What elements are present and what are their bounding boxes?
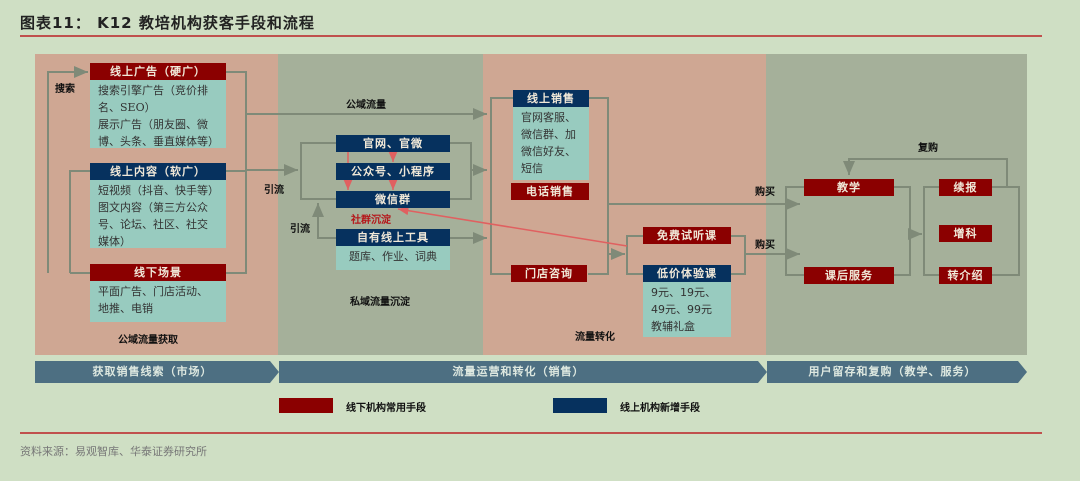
figure-title: 图表11： K12 教培机构获客手段和流程 [20, 14, 315, 32]
phone-sales-box: 电话销售 [511, 183, 589, 200]
text-line: 官网客服、 [521, 111, 576, 124]
own-tools-header: 自有线上工具 [336, 229, 450, 246]
text-line: 教辅礼盒 [651, 320, 695, 333]
online-ads-body: 搜索引擎广告（竞价排 名、SEO） 展示广告（朋友圈、微 博、头条、垂直媒体等） [90, 80, 226, 148]
legend-label-online: 线上机构新增手段 [620, 403, 700, 414]
text-line: 微信好友、 [521, 145, 576, 158]
online-sales-body: 官网客服、 微信群、加 微信好友、 短信 [513, 107, 589, 180]
renew-box: 续报 [939, 179, 992, 196]
online-content-body: 短视频（抖音、快手等） 图文内容（第三方公众 号、论坛、社区、社交 媒体） [90, 180, 226, 248]
referral-box: 转介绍 [939, 267, 992, 284]
store-consult-box: 门店咨询 [511, 265, 587, 282]
official-site-box: 官网、官微 [336, 135, 450, 152]
low-price-body: 9元、19元、 49元、99元 教辅礼盒 [643, 282, 731, 337]
text-line: 地推、电销 [98, 302, 153, 315]
band-arrow-3 [767, 361, 1027, 383]
title-rule [20, 35, 1042, 37]
offline-header: 线下场景 [90, 264, 226, 281]
text-line: 博、头条、垂直媒体等） [98, 135, 219, 148]
online-content-header: 线上内容（软广） [90, 163, 226, 180]
search-line [47, 66, 88, 273]
band-label-1: 获取销售线索（市场） [92, 365, 213, 378]
divert-label-1: 引流 [264, 185, 284, 196]
panel-retention-rebuy [766, 54, 1027, 355]
text-line: 展示广告（朋友圈、微 [98, 118, 208, 131]
text-line: 微信群、加 [521, 128, 576, 141]
text-line: 名、SEO） [98, 101, 156, 114]
text-line: 题库、作业、词典 [349, 250, 437, 263]
text-line: 平面广告、门店活动、 [98, 285, 208, 298]
offline-card: 线下场景 平面广告、门店活动、 地推、电销 [90, 264, 226, 322]
text-line: 短视频（抖音、快手等） [98, 184, 219, 197]
source-note: 资料来源：易观智库、华泰证券研究所 [20, 445, 207, 458]
online-sales-header: 线上销售 [513, 90, 589, 107]
legend-label-offline: 线下机构常用手段 [346, 403, 426, 414]
stage1-caption: 公域流量获取 [118, 335, 178, 346]
free-trial-box: 免费试听课 [643, 227, 731, 244]
band-label-2: 流量运营和转化（销售） [452, 365, 585, 378]
public-traffic-label: 公域流量 [346, 100, 386, 111]
wechat-group-box: 微信群 [336, 191, 450, 208]
footer-rule [20, 432, 1042, 434]
search-label: 搜索 [55, 84, 75, 95]
text-line: 49元、99元 [651, 303, 712, 316]
text-line: 媒体） [98, 235, 131, 248]
text-line: 短信 [521, 162, 543, 175]
stage2-caption: 私域流量沉淀 [350, 297, 410, 308]
online-content-card: 线上内容（软广） 短视频（抖音、快手等） 图文内容（第三方公众 号、论坛、社区、… [90, 163, 226, 248]
community-retention-label: 社群沉淀 [351, 215, 391, 226]
text-line: 号、论坛、社区、社交 [98, 218, 208, 231]
divert-label-2: 引流 [290, 224, 310, 235]
public-account-box: 公众号、小程序 [336, 163, 450, 180]
teaching-box: 教学 [804, 179, 894, 196]
after-service-box: 课后服务 [804, 267, 894, 284]
legend-swatch-offline [279, 398, 333, 413]
buy-label-1: 购买 [755, 187, 775, 198]
online-sales-card: 线上销售 官网客服、 微信群、加 微信好友、 短信 [513, 90, 589, 180]
own-tools-card: 自有线上工具 题库、作业、词典 [336, 229, 450, 270]
add-subject-box: 增科 [939, 225, 992, 242]
band-arrow-2 [279, 361, 767, 383]
online-ads-card: 线上广告（硬广） 搜索引擎广告（竞价排 名、SEO） 展示广告（朋友圈、微 博、… [90, 63, 226, 148]
band-label-3: 用户留存和复购（教学、服务） [808, 365, 977, 378]
offline-body: 平面广告、门店活动、 地推、电销 [90, 281, 226, 322]
text-line: 9元、19元、 [651, 286, 716, 299]
text-line: 图文内容（第三方公众 [98, 201, 208, 214]
band-arrow-1 [35, 361, 279, 383]
low-price-card: 低价体验课 9元、19元、 49元、99元 教辅礼盒 [643, 265, 731, 337]
own-tools-body: 题库、作业、词典 [336, 246, 450, 270]
legend-swatch-online [553, 398, 607, 413]
low-price-header: 低价体验课 [643, 265, 731, 282]
rebuy-label: 复购 [918, 143, 938, 154]
text-line: 搜索引擎广告（竞价排 [98, 84, 208, 97]
stage3-caption: 流量转化 [575, 332, 615, 343]
community-retention-line [397, 206, 628, 247]
online-ads-header: 线上广告（硬广） [90, 63, 226, 80]
buy-label-2: 购买 [755, 240, 775, 251]
